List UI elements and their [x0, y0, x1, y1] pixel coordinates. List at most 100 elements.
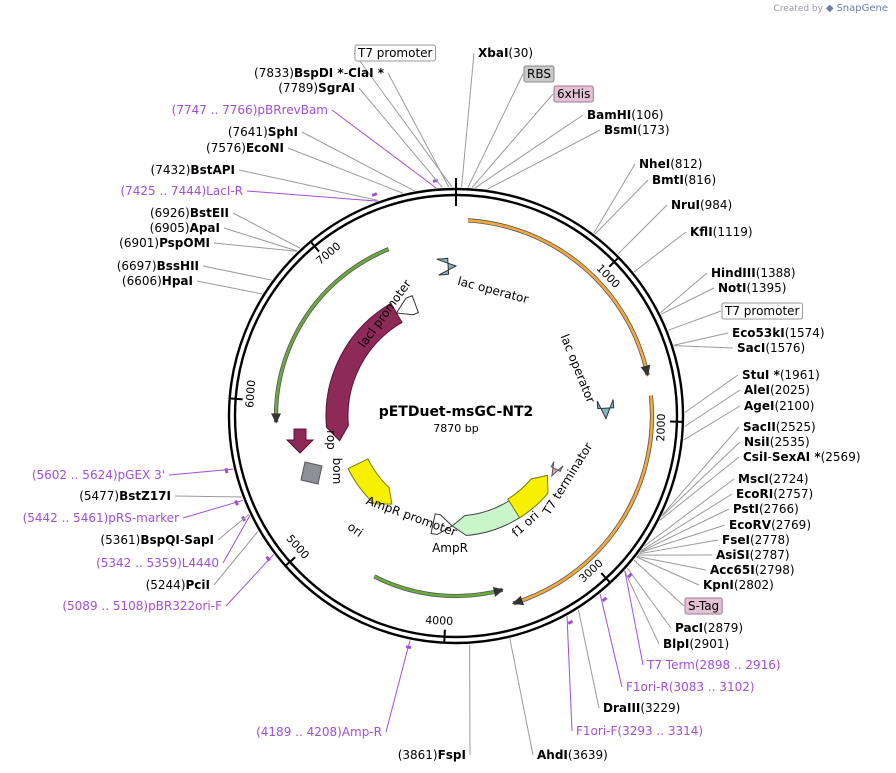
leader-line — [225, 554, 274, 607]
green-arrow-ampr-line — [373, 575, 503, 598]
site-label-ahdi-3639[interactable]: AhdI (3639) — [537, 748, 608, 762]
site-label-t7-promoter[interactable]: T7 promoter — [721, 302, 803, 320]
site-label-econi-7576[interactable]: (7576) EcoNI — [206, 141, 284, 155]
bom-square-shape — [300, 461, 323, 485]
site-label-laci-r-7425-7444[interactable]: (7425 .. 7444) LacI-R — [120, 184, 243, 198]
feature-lac-operator-1[interactable] — [436, 257, 458, 276]
feature-lacI-promoter[interactable] — [395, 295, 420, 316]
feature-lac-operator-2[interactable] — [596, 399, 615, 420]
site-label-t7-term-2898-2916[interactable]: T7 Term (2898 .. 2916) — [646, 658, 781, 672]
feature-f1-ori[interactable] — [507, 474, 549, 519]
label-name: Amp-R — [342, 725, 382, 739]
label-sep: - — [344, 66, 348, 80]
label-pos: (6606) — [122, 274, 162, 288]
site-label-f1ori-f-3293-3314[interactable]: F1ori-F (3293 .. 3314) — [576, 724, 703, 738]
tick-mark-3000 — [600, 572, 611, 584]
site-label-csii-2569[interactable]: CsiI - SexAI * (2569) — [743, 450, 861, 464]
label-pos: (5244) — [146, 578, 186, 592]
feature-t7-terminator[interactable] — [550, 461, 564, 478]
site-label-nrui-984[interactable]: NruI (984) — [671, 198, 732, 212]
site-label-bmti-816[interactable]: BmtI (816) — [652, 173, 716, 187]
green-arrow-ampr-head — [492, 587, 504, 597]
site-label-prs-marker-5442-5461[interactable]: (5442 .. 5461) pRS-marker — [23, 511, 179, 525]
feature-rop[interactable] — [285, 428, 315, 454]
green-arrow-lacI-head — [271, 413, 282, 424]
site-label-sacii-2525[interactable]: SacII (2525) — [743, 420, 816, 434]
leader-line — [660, 272, 708, 314]
site-label-hpai-6606[interactable]: (6606) HpaI — [122, 274, 193, 288]
site-label-ecorv-2769[interactable]: EcoRV (2769) — [729, 518, 811, 532]
site-label-draiii-3229[interactable]: DraIII (3229) — [603, 701, 680, 715]
leader-line — [174, 495, 242, 498]
site-label-nsii-2535[interactable]: NsiI (2535) — [744, 435, 810, 449]
site-label-stui-1961[interactable]: StuI * (1961) — [742, 368, 820, 382]
site-label-apai-6905[interactable]: (6905) ApaI — [150, 221, 220, 235]
feature-lacI[interactable] — [325, 302, 403, 442]
site-label-f1ori-r-3083-3102[interactable]: F1ori-R (3083 .. 3102) — [626, 680, 755, 694]
site-label-fspi-3861[interactable]: (3861) FspI — [398, 748, 466, 762]
site-label-pgex-3-5602-5624[interactable]: (5602 .. 5624) pGEX 3' — [32, 468, 165, 482]
site-label-kpni-2802[interactable]: KpnI (2802) — [703, 578, 774, 592]
label-name: BspDI * — [294, 66, 344, 80]
label-pos: (3293 .. 3314) — [617, 724, 703, 738]
feature-ori[interactable] — [347, 458, 393, 505]
site-label-alei-2025[interactable]: AleI (2025) — [744, 383, 810, 397]
site-label-l4440-5342-5359[interactable]: (5342 .. 5359) L4440 — [96, 556, 219, 570]
site-label-bstz17i-5477[interactable]: (5477) BstZ17I — [79, 489, 171, 503]
leader-line — [182, 499, 244, 519]
site-label-fsei-2778[interactable]: FseI (2778) — [722, 533, 790, 547]
label-name: KpnI — [703, 578, 734, 592]
site-label-s-tag[interactable]: S-Tag — [684, 597, 723, 615]
label-name: DraIII — [603, 701, 640, 715]
site-label-agei-2100[interactable]: AgeI (2100) — [744, 399, 814, 413]
site-label-xbai-30[interactable]: XbaI (30) — [478, 46, 533, 60]
site-label-sgrai-7789[interactable]: (7789) SgrAI — [278, 81, 355, 95]
site-label-blpi-2901[interactable]: BlpI (2901) — [663, 637, 729, 651]
label-pos: (3229) — [640, 701, 680, 715]
label-name2: SexAI * — [772, 450, 821, 464]
label-box — [684, 597, 723, 615]
site-label-pbrrevbam-7747-7766[interactable]: (7747 .. 7766) pBRrevBam — [172, 103, 328, 117]
leader-line — [668, 310, 722, 331]
site-label-asisi-2787[interactable]: AsiSI (2787) — [716, 548, 790, 562]
label-name: FspI — [438, 748, 466, 762]
site-label-bspdi-7833[interactable]: (7833) BspDI * - ClaI * — [254, 66, 385, 80]
label-pos: (812) — [670, 157, 702, 171]
site-label-kfli-1119[interactable]: KflI (1119) — [690, 225, 753, 239]
site-label-pspomi-6901[interactable]: (6901) PspOMI — [119, 236, 210, 250]
site-label-amp-r-4189-4208[interactable]: (4189 .. 4208) Amp-R — [256, 725, 382, 739]
site-label-bsteii-6926[interactable]: (6926) BstEII — [150, 206, 229, 220]
site-label-ecori-2757[interactable]: EcoRI (2757) — [736, 487, 813, 501]
site-label-hindiii-1388[interactable]: HindIII (1388) — [711, 266, 796, 280]
site-label-pcii-5244[interactable]: (5244) PciI — [146, 578, 210, 592]
site-label-sphi-7641[interactable]: (7641) SphI — [228, 125, 298, 139]
site-label-bamhi-106[interactable]: BamHI (106) — [587, 108, 664, 122]
site-label-6xhis[interactable]: 6xHis — [553, 85, 594, 103]
label-pos: (1961) — [780, 368, 820, 382]
site-label-bsshii-6697[interactable]: (6697) BssHII — [117, 259, 199, 273]
site-label-bspqi-5361[interactable]: (5361) BspQI - SapI — [100, 533, 214, 547]
site-label-eco53ki-1574[interactable]: Eco53kI (1574) — [732, 326, 825, 340]
site-label-saci-1576[interactable]: SacI (1576) — [737, 341, 805, 355]
label-name: pGEX 3' — [118, 468, 165, 482]
feature-bom[interactable] — [300, 461, 323, 485]
feature-ampr-promoter[interactable] — [430, 513, 453, 536]
label-pos: (30) — [508, 46, 533, 60]
site-label-bsmi-173[interactable]: BsmI (173) — [604, 123, 670, 137]
site-label-psti-2766[interactable]: PstI (2766) — [733, 502, 799, 516]
leader-line — [593, 163, 636, 234]
leader-line — [213, 530, 259, 586]
leader-line — [353, 52, 453, 188]
site-label-noti-1395[interactable]: NotI (1395) — [718, 281, 786, 295]
site-label-msci-2724[interactable]: MscI (2724) — [738, 472, 809, 486]
site-label-nhei-812[interactable]: NheI (812) — [639, 157, 702, 171]
site-label-t7-promoter[interactable]: T7 promoter — [354, 44, 436, 62]
feature-label-lac-operator: lac operator — [558, 332, 598, 405]
site-label-paci-2879[interactable]: PacI (2879) — [675, 621, 743, 635]
rop-arrow-shape — [285, 428, 315, 454]
site-label-pbr322ori-f-5089-5108[interactable]: (5089 .. 5108) pBR322ori-F — [62, 599, 222, 613]
leader-line — [633, 231, 687, 273]
site-label-bstapi-7432[interactable]: (7432) BstAPI — [151, 163, 235, 177]
site-label-acc65i-2798[interactable]: Acc65I (2798) — [710, 563, 795, 577]
site-label-rbs[interactable]: RBS — [523, 65, 555, 83]
